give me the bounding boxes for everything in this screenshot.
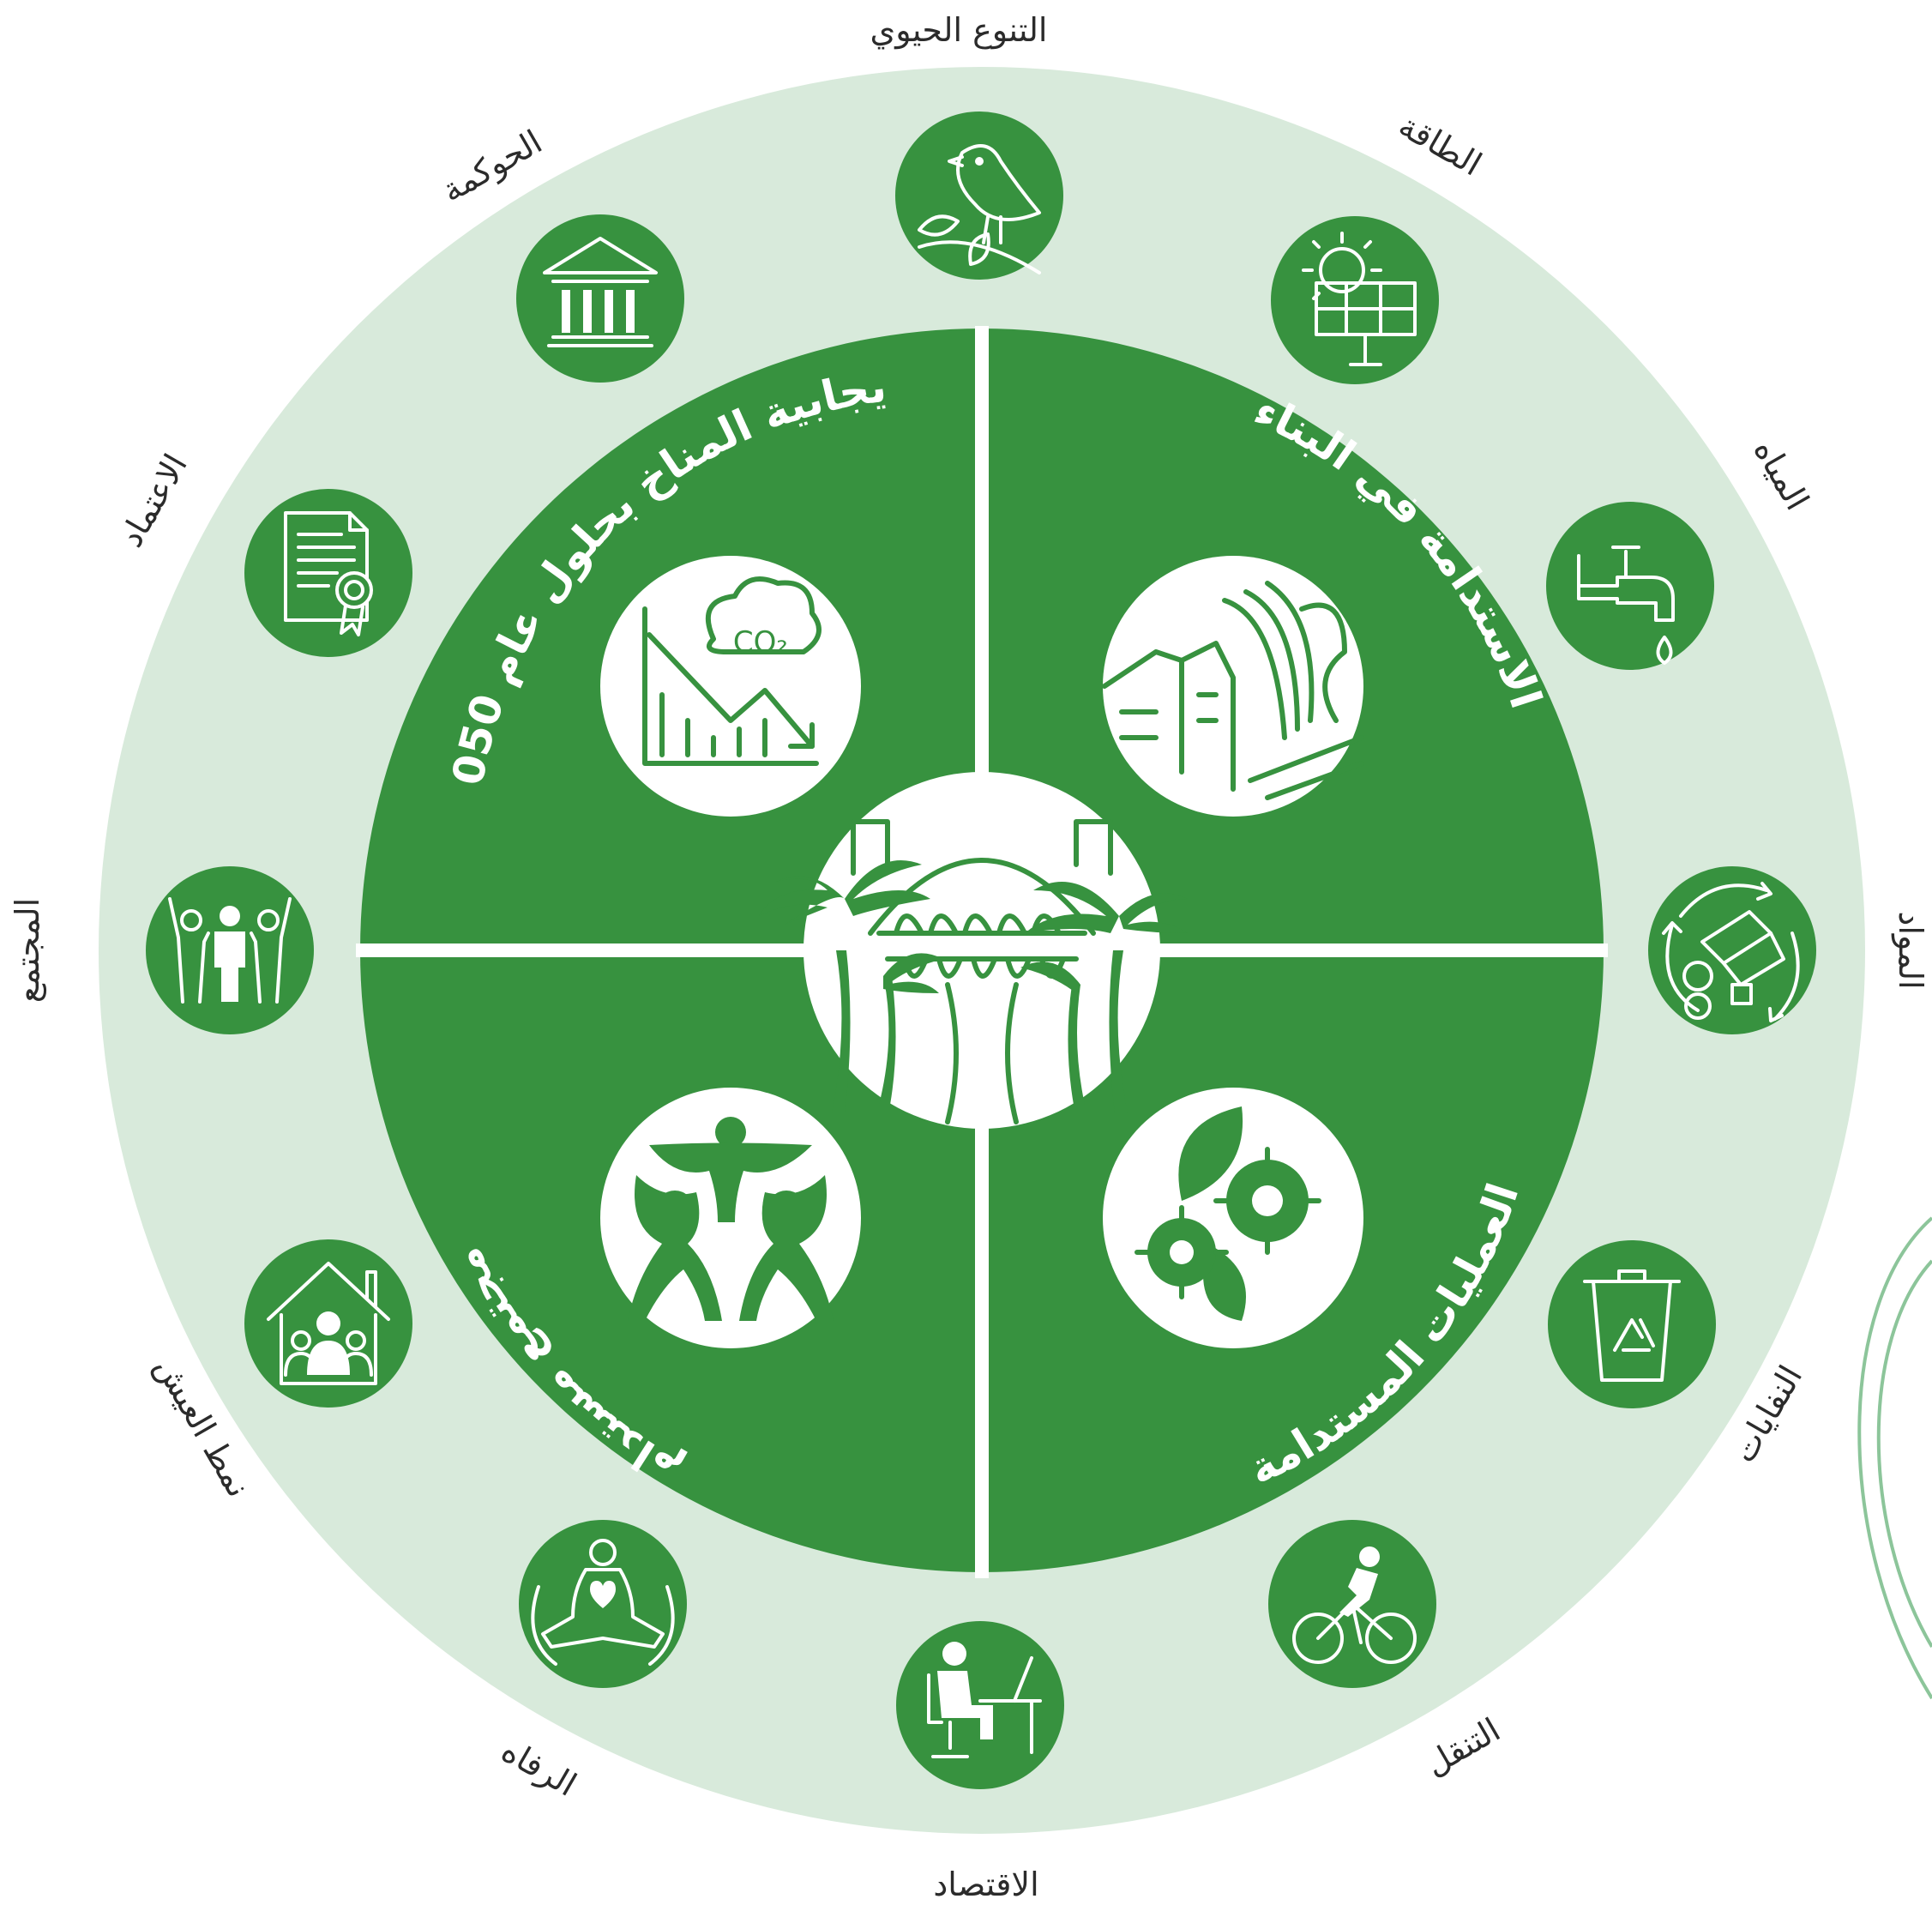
ring-label-water: المياه <box>1746 433 1816 516</box>
family-home-icon <box>244 1239 412 1408</box>
ring-label-wellbeing: الرفاه <box>495 1731 583 1804</box>
ring-label-community: المجتمع <box>9 898 47 1003</box>
ring-label-accreditation: الاعتماد <box>111 448 195 553</box>
edge-decoration <box>1857 1216 1932 1700</box>
ring-label-biodiversity: التنوع الحيوي <box>870 11 1048 50</box>
meditation-heart-icon <box>519 1520 687 1688</box>
recycled-timber-icon <box>1648 866 1816 1034</box>
people-community-icon <box>600 1088 861 1348</box>
person-at-desk-icon <box>896 1621 1064 1789</box>
co2-decline-chart-icon: CO₂ <box>600 556 861 817</box>
water-tap-icon <box>1546 502 1714 670</box>
cyclist-icon <box>1268 1520 1436 1688</box>
ring-label-economy: الاقتصاد <box>933 1866 1038 1903</box>
certificate-icon <box>244 489 412 657</box>
bird-on-branch-icon <box>895 112 1063 280</box>
svg-text:CO₂: CO₂ <box>733 625 788 660</box>
ring-label-energy: الطاقة <box>1393 106 1489 184</box>
ring-label-materials: المواد <box>1891 911 1929 989</box>
people-group-icon <box>146 866 314 1034</box>
ring-label-mobility: التنقل <box>1418 1710 1507 1783</box>
expo-dome-palms-icon <box>759 772 1188 1129</box>
leaf-gears-icon <box>1103 1088 1363 1348</box>
recycle-bin-icon <box>1548 1240 1716 1408</box>
sustainable-buildings-icon <box>1102 556 1364 817</box>
government-building-icon <box>516 214 684 383</box>
solar-panel-icon <box>1271 216 1439 384</box>
